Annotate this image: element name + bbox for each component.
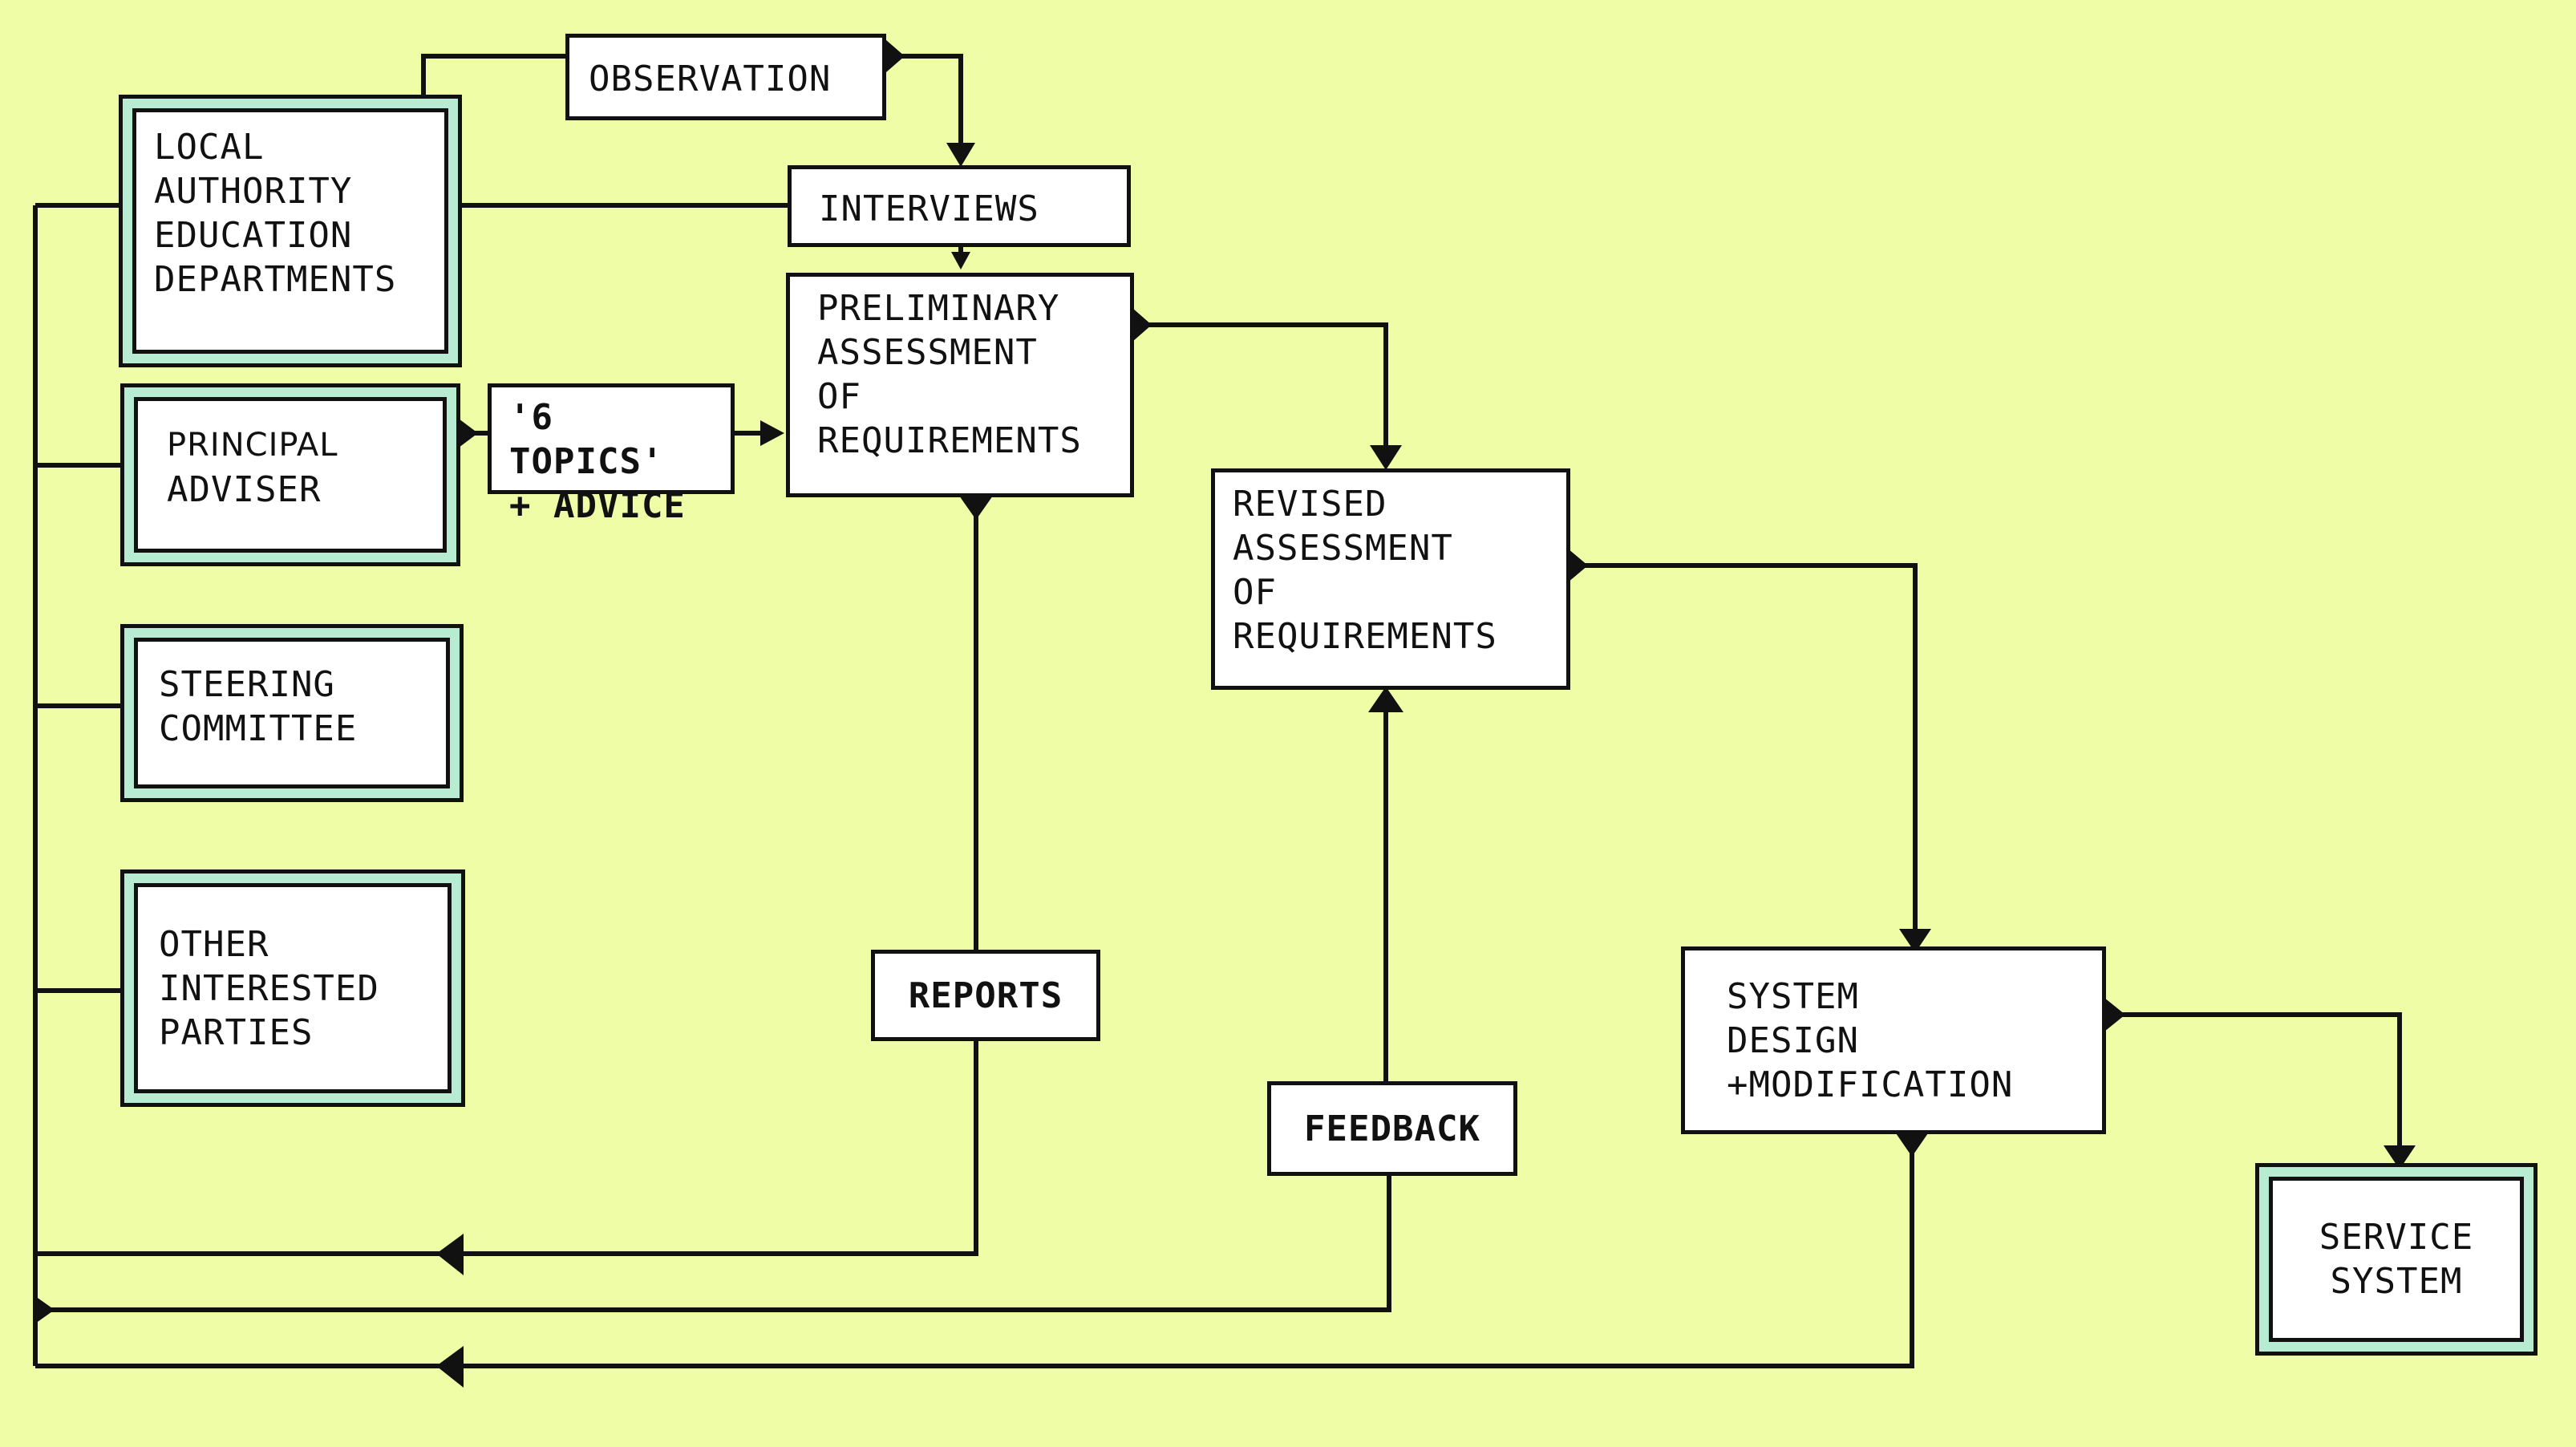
connector-bus-to-feedback	[35, 1175, 1391, 1312]
other-interested-parties-frame: OTHER INTERESTED PARTIES	[120, 869, 465, 1107]
connector-observation-to-interviews	[886, 54, 963, 152]
service-system-label: SERVICE SYSTEM	[2269, 1177, 2524, 1342]
arrowhead-system-design-down	[1899, 929, 1931, 953]
preliminary-assessment-box: PRELIMINARY ASSESSMENT OF REQUIREMENTS	[786, 273, 1134, 497]
interviews-box: INTERVIEWS	[788, 165, 1131, 247]
arrowhead-bus-left-upper	[436, 1234, 464, 1275]
connector-system-design-to-bus	[35, 1131, 1914, 1368]
six-topics-advice-box: '6 TOPICS' + ADVICE	[488, 383, 735, 526]
nub-system-design-right	[2104, 998, 2125, 1032]
connector-system-design-to-service	[2104, 1012, 2402, 1147]
arrowhead-feedback-up	[1368, 687, 1403, 712]
connector-reports-to-bus	[35, 1041, 978, 1256]
system-design-box: SYSTEM DESIGN +MODIFICATION	[1681, 946, 2106, 1134]
connector-observation-from-local-authority	[421, 54, 565, 96]
nub-observation	[886, 40, 905, 72]
feedback-box: FEEDBACK	[1267, 1081, 1517, 1176]
nub-system-design-bottom	[1894, 1131, 1930, 1157]
connector-preliminary-to-revised	[1132, 322, 1388, 445]
nub-preliminary-right	[1132, 308, 1152, 342]
arrowhead-bus-left-lower	[436, 1346, 464, 1388]
arrowhead-interviews-down	[951, 252, 970, 270]
local-authority-frame: LOCAL AUTHORITY EDUCATION DEPARTMENTS	[119, 95, 462, 367]
arrowhead-observation-down	[946, 143, 975, 167]
arrowhead-topics-right	[760, 420, 784, 446]
arrowhead-revised-down	[1370, 445, 1402, 470]
service-system-frame: SERVICE SYSTEM	[2255, 1163, 2538, 1356]
connector-revised-to-system-design	[1568, 563, 1918, 930]
local-authority-label: LOCAL AUTHORITY EDUCATION DEPARTMENTS	[132, 108, 448, 354]
steering-committee-frame: STEERING COMMITTEE	[120, 624, 464, 802]
steering-committee-label: STEERING COMMITTEE	[134, 638, 450, 788]
principal-line: PRINCIPAL	[167, 427, 338, 464]
arrowhead-service-down	[2384, 1145, 2416, 1169]
other-interested-parties-label: OTHER INTERESTED PARTIES	[134, 883, 452, 1093]
revised-assessment-box: REVISED ASSESSMENT OF REQUIREMENTS	[1211, 468, 1570, 690]
principal-adviser-label: PRINCIPAL ADVISER	[134, 397, 447, 553]
observation-box: OBSERVATION	[565, 34, 886, 120]
nub-principal-right	[459, 419, 478, 448]
nub-bus-left-mid	[35, 1296, 55, 1323]
nub-preliminary-bottom	[959, 496, 993, 520]
nub-revised-right	[1568, 549, 1588, 582]
principal-adviser-frame: PRINCIPAL ADVISER	[120, 383, 460, 566]
adviser-line: ADVISER	[167, 469, 322, 510]
reports-box: REPORTS	[871, 950, 1100, 1041]
